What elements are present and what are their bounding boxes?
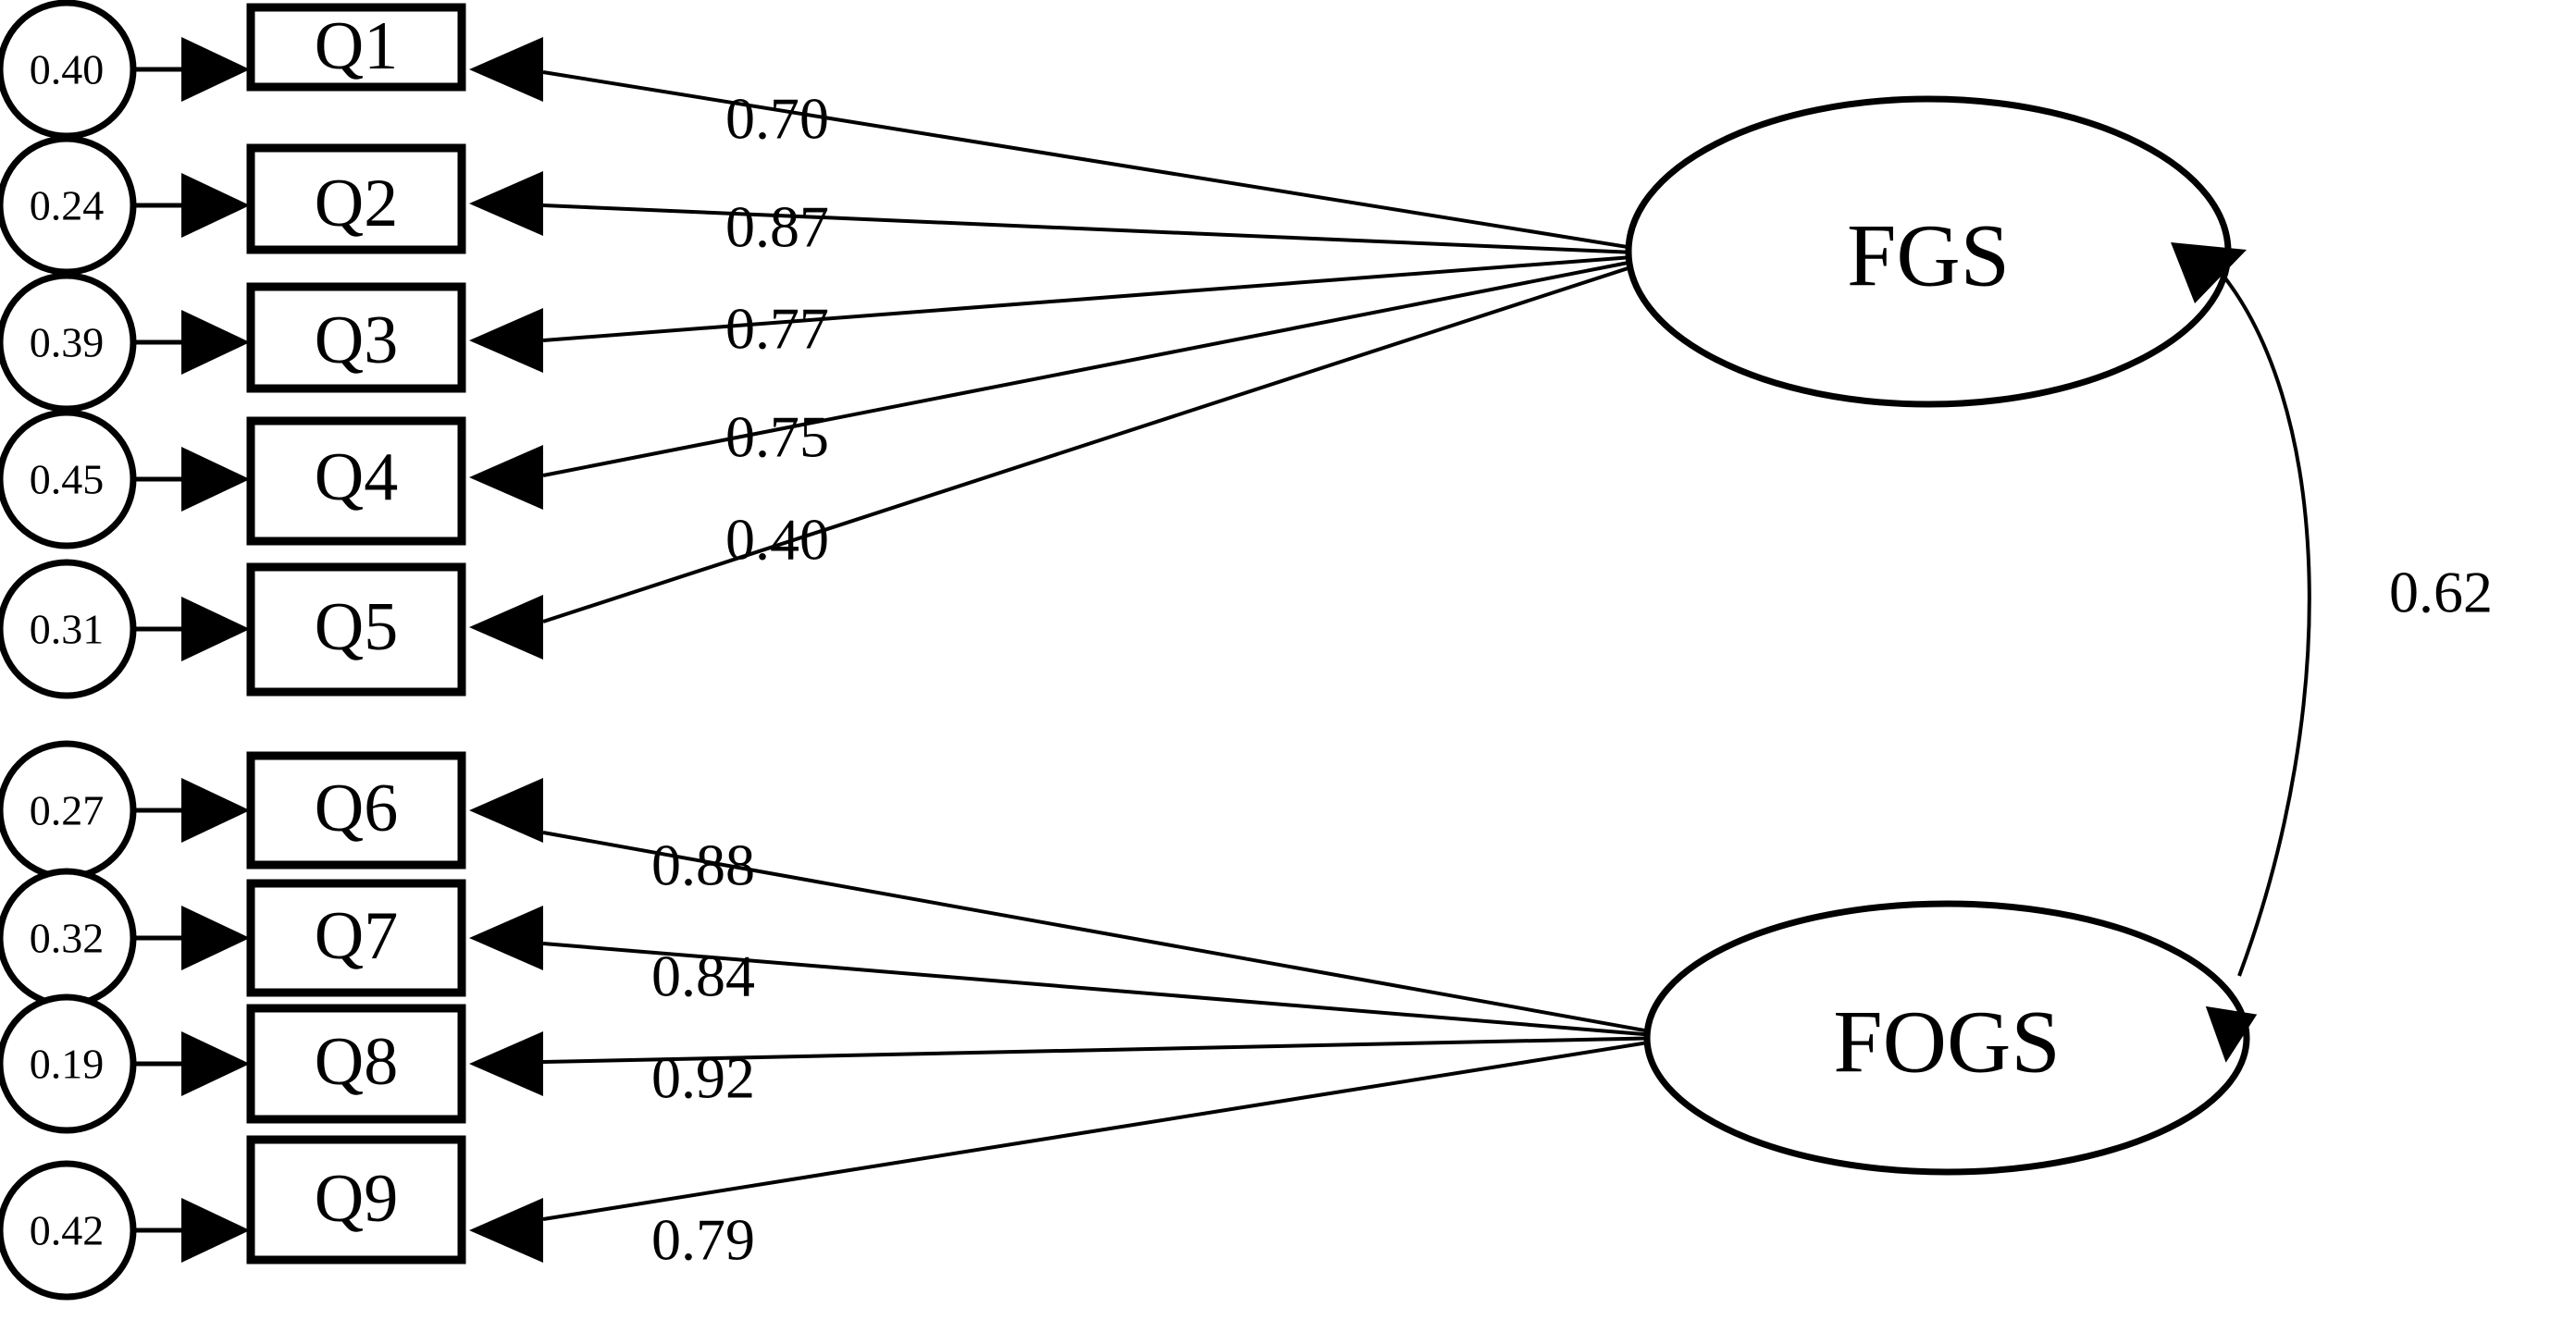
loading-arrow-line-q1 bbox=[542, 70, 1657, 253]
loading-value-q8: 0.92 bbox=[651, 1045, 755, 1111]
loading-arrow-line-q5 bbox=[542, 257, 1657, 623]
indicator-box-q1 bbox=[246, 3, 466, 92]
covariance-arrow-head-fogs bbox=[2205, 1005, 2258, 1063]
loading-arrow-head-q5 bbox=[469, 595, 543, 660]
error-value-q4: 0.45 bbox=[30, 456, 105, 503]
error-arrow-head-q6 bbox=[181, 778, 250, 843]
factor-label-fogs: FOGS bbox=[1833, 993, 2060, 1092]
loading-value-q6: 0.88 bbox=[651, 833, 755, 898]
indicator-box-q5 bbox=[246, 562, 466, 697]
loading-arrow-line-q7 bbox=[542, 942, 1666, 1038]
loading-arrow-head-q1 bbox=[469, 37, 543, 102]
loading-value-q9: 0.79 bbox=[651, 1207, 755, 1273]
loading-value-q5: 0.40 bbox=[725, 507, 829, 573]
indicator-label-q2: Q2 bbox=[315, 166, 398, 241]
indicator-box-group bbox=[246, 3, 466, 1264]
loading-arrow-line-q9 bbox=[542, 1038, 1666, 1221]
loading-value-q4: 0.75 bbox=[725, 404, 829, 470]
error-arrow-group bbox=[133, 37, 250, 1263]
loading-value-q7: 0.84 bbox=[651, 944, 755, 1009]
error-arrow-head-q1 bbox=[181, 37, 250, 102]
loading-arrow-line-q3 bbox=[542, 253, 1657, 342]
factor-ellipse-fogs bbox=[1643, 900, 2250, 1176]
loading-arrow-line-q4 bbox=[542, 255, 1657, 477]
indicator-label-q6: Q6 bbox=[315, 771, 398, 846]
error-arrow-head-q4 bbox=[181, 447, 250, 512]
error-value-q5: 0.31 bbox=[30, 606, 105, 653]
factor-label-fgs: FGS bbox=[1847, 206, 2010, 305]
error-arrow-head-q5 bbox=[181, 597, 250, 661]
error-value-q1: 0.40 bbox=[30, 46, 105, 93]
indicator-box-q7 bbox=[246, 879, 466, 997]
loading-value-q3: 0.77 bbox=[725, 296, 829, 362]
loading-arrow-line-q8 bbox=[542, 1036, 1666, 1064]
indicator-label-q4: Q4 bbox=[315, 439, 398, 515]
loading-arrow-head-q2 bbox=[469, 171, 543, 236]
loading-arrow-head-q3 bbox=[469, 308, 543, 373]
loading-arrow-line-q6 bbox=[542, 831, 1666, 1036]
error-arrow-head-q9 bbox=[181, 1198, 250, 1263]
indicator-box-q8 bbox=[246, 1004, 466, 1124]
indicator-box-q9 bbox=[246, 1135, 466, 1264]
indicator-box-q4 bbox=[246, 416, 466, 546]
loading-arrow-group-fogs bbox=[469, 778, 1666, 1263]
error-value-q8: 0.19 bbox=[30, 1041, 105, 1088]
loading-value-q2: 0.87 bbox=[725, 194, 829, 260]
error-arrow-head-q2 bbox=[181, 173, 250, 238]
indicator-label-q3: Q3 bbox=[315, 302, 398, 378]
error-value-q7: 0.32 bbox=[30, 915, 105, 962]
error-value-q3: 0.39 bbox=[30, 319, 105, 366]
indicator-label-q5: Q5 bbox=[315, 589, 398, 665]
loading-arrow-head-q9 bbox=[469, 1198, 543, 1263]
error-value-q9: 0.42 bbox=[30, 1207, 105, 1254]
indicator-box-q3 bbox=[246, 282, 466, 393]
covariance-arrow-head-fgs bbox=[2171, 242, 2247, 303]
loading-arrow-head-q7 bbox=[469, 906, 543, 970]
loading-arrow-head-q4 bbox=[469, 445, 543, 510]
indicator-box-q2 bbox=[246, 143, 466, 254]
error-arrow-head-q8 bbox=[181, 1031, 250, 1096]
loading-arrow-group-fgs bbox=[469, 37, 1657, 660]
indicator-label-q7: Q7 bbox=[315, 898, 398, 974]
indicator-box-q6 bbox=[246, 751, 466, 870]
error-value-q2: 0.24 bbox=[30, 182, 105, 229]
indicator-label-q1: Q1 bbox=[315, 8, 398, 84]
covariance-curve bbox=[2211, 262, 2311, 977]
error-arrow-head-q3 bbox=[181, 310, 250, 375]
error-value-q6: 0.27 bbox=[30, 787, 105, 834]
indicator-label-q9: Q9 bbox=[315, 1161, 398, 1237]
covariance-arrow-fgs-fogs bbox=[2171, 242, 2311, 1063]
error-arrow-head-q7 bbox=[181, 906, 250, 970]
loading-value-q1: 0.70 bbox=[725, 86, 829, 152]
loading-arrow-head-q8 bbox=[469, 1031, 543, 1096]
covariance-value: 0.62 bbox=[2389, 560, 2493, 625]
loading-arrow-head-q6 bbox=[469, 778, 543, 843]
loading-arrow-line-q2 bbox=[542, 204, 1657, 255]
indicator-label-q8: Q8 bbox=[315, 1024, 398, 1100]
